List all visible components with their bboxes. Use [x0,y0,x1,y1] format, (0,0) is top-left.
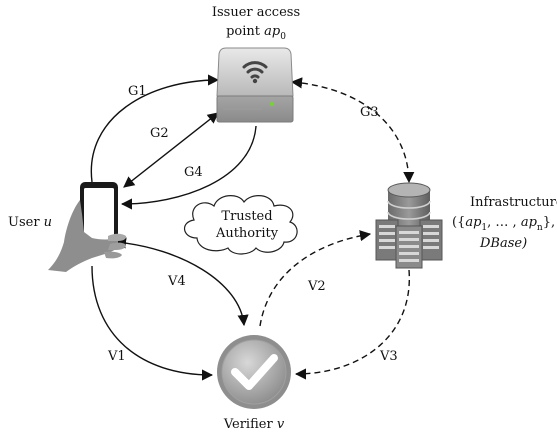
edge-g1 [90,74,220,183]
edge-label-g2: G2 [150,126,169,141]
edge-v4 [114,237,249,327]
infrastructure-label-line2: ({ap1, … , apn}, [452,215,555,233]
user-phone-icon [80,182,118,248]
verifier-checkmark-icon [217,335,291,409]
verifier-label: Verifier v [223,417,285,432]
authority-label-line2: Authority [215,226,279,241]
trusted-authority-cloud-icon [184,195,298,255]
edge-v3 [294,269,410,380]
edge-label-g1: G1 [128,84,147,99]
wifi-icon [242,61,268,79]
edge-g4 [120,125,257,210]
edge-g3 [290,77,415,184]
edge-v2 [259,230,372,327]
edge-label-v3: V3 [379,349,398,364]
edge-label-g3: G3 [360,105,379,120]
infrastructure-servers-icon [375,219,443,269]
edge-g2 [123,112,219,188]
issuer-access-point-icon [216,47,294,123]
edge-label-g4: G4 [184,165,203,180]
user-hand-icon [48,200,127,272]
issuer-label-line1: Issuer access [212,5,300,20]
infrastructure-label-line3: DBase) [479,236,527,251]
edge-v1 [91,265,214,381]
authority-label-line1: Trusted [221,209,272,224]
edge-label-v1: V1 [107,349,126,364]
issuer-label-line2: point ap0 [226,24,286,42]
user-label: User u [8,215,52,230]
infrastructure-label-line1: Infrastructure [470,195,557,210]
edge-label-v2: V2 [307,279,326,294]
infrastructure-database-icon [387,182,431,229]
edge-label-v4: V4 [167,274,186,289]
